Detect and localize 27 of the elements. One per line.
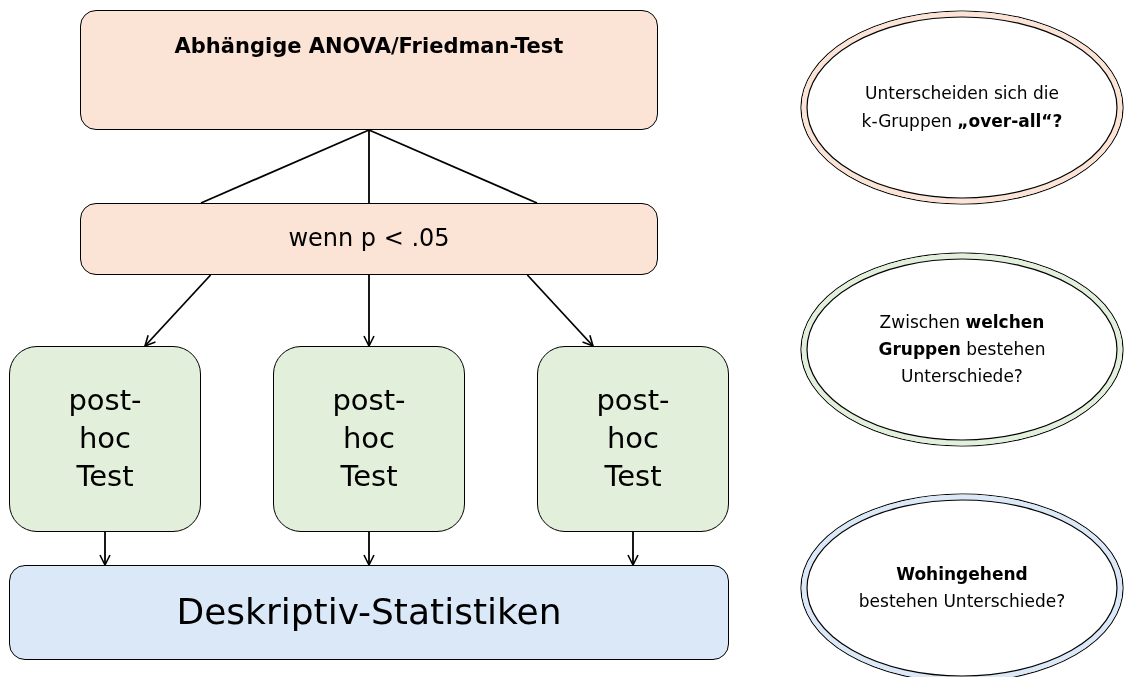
question-text: Zwischen welchen Gruppen bestehen Unterschiede? (877, 310, 1047, 389)
process-box (537, 346, 729, 532)
question-ellipse (800, 252, 1124, 447)
box-label: Deskriptiv-Statistiken (176, 590, 562, 635)
process-box (9, 565, 729, 660)
box-label: Abhängige ANOVA/Friedman-Test (174, 33, 564, 60)
question-ellipse (800, 10, 1124, 205)
process-box (80, 203, 658, 275)
box-label: wenn p < .05 (288, 223, 450, 255)
box-label: post- hoc Test (67, 382, 143, 495)
question-ellipse (800, 493, 1124, 677)
arrow (627, 531, 639, 566)
arrow (363, 531, 375, 566)
arrow (526, 274, 594, 347)
process-box (9, 346, 201, 532)
box-label: post- hoc Test (595, 382, 671, 495)
arrow (363, 274, 375, 347)
box-label: post- hoc Test (331, 382, 407, 495)
connector-line (368, 129, 370, 204)
question-text: Unterscheiden sich die k-Gruppen „over-all“? (860, 82, 1064, 133)
process-box (273, 346, 465, 532)
connector-line (368, 129, 538, 204)
arrow (144, 274, 212, 347)
connector-line (200, 129, 370, 204)
question-text: Wohingehend bestehen Unterschiede? (857, 562, 1067, 613)
arrow (99, 531, 111, 566)
process-box (80, 10, 658, 130)
